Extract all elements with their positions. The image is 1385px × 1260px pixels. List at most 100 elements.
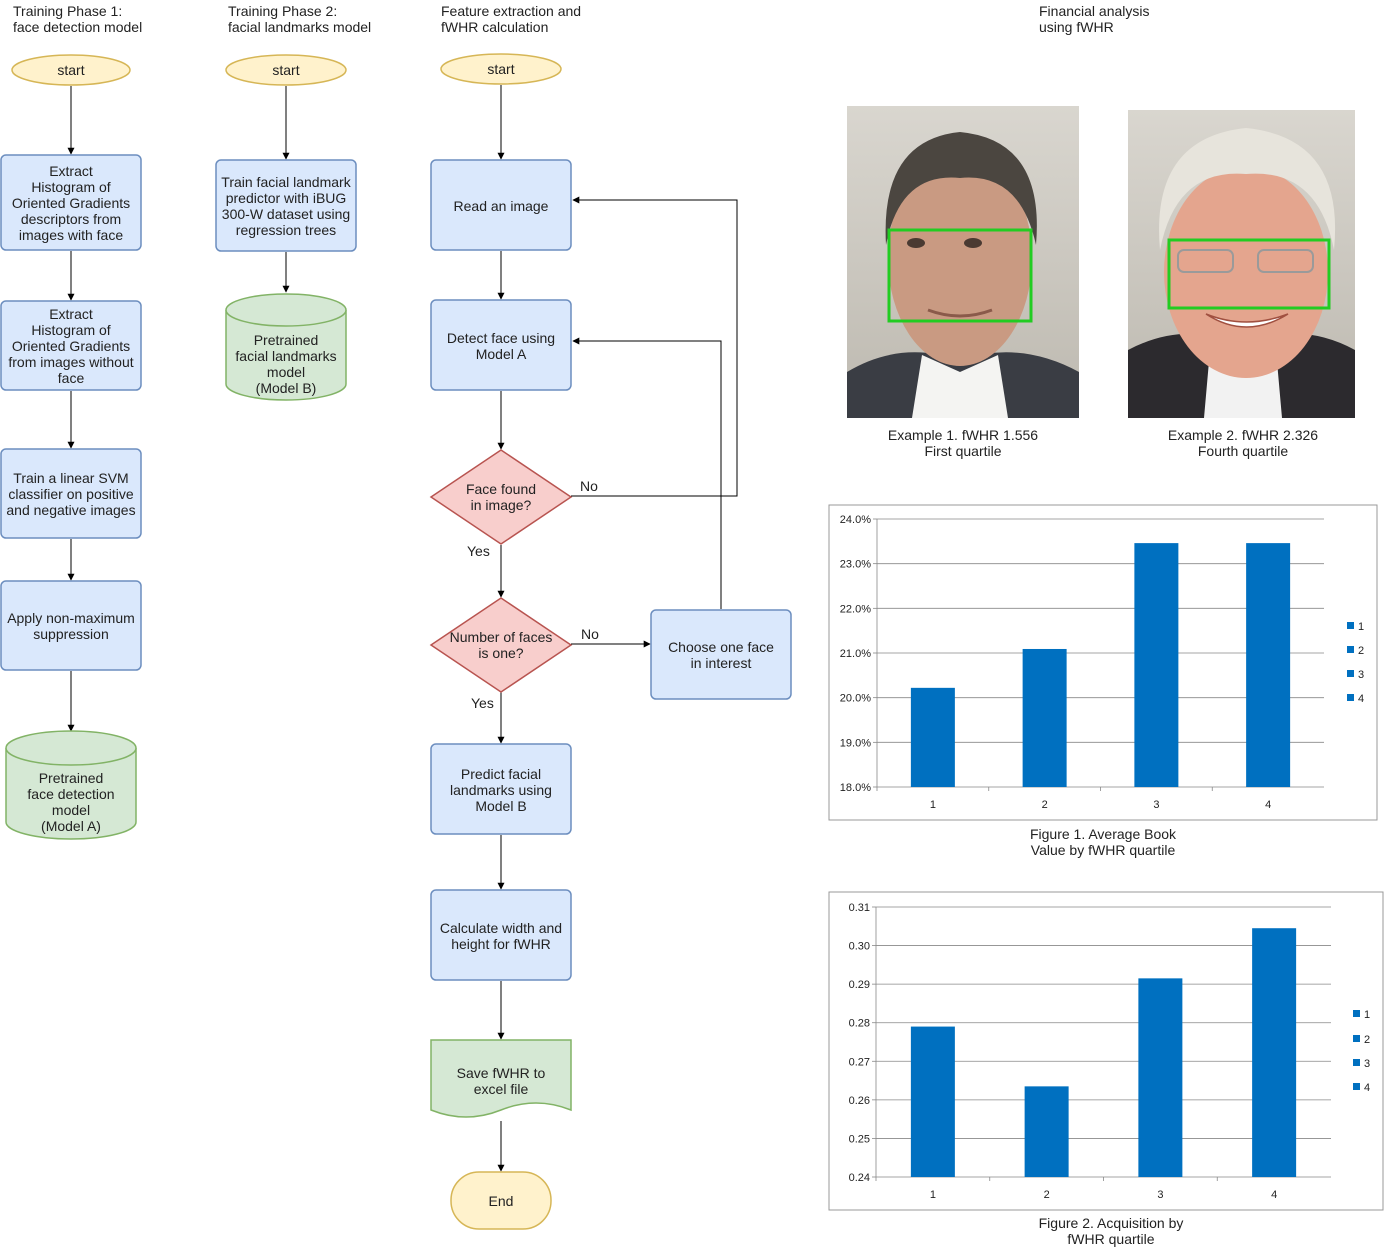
face-detection-box bbox=[887, 228, 1033, 323]
process-label: Read an image bbox=[454, 198, 549, 214]
database-model-b bbox=[225, 293, 347, 401]
bar-chart-average-book-value: 18.0% 19.0% 20.0% 21.0% 22.0% 23.0% 24.0% 1 2 3 4 1… bbox=[828, 504, 1378, 821]
document-save-excel bbox=[430, 1039, 572, 1118]
y-tick-label: 23.0% bbox=[840, 559, 871, 571]
y-tick-label: 20.0% bbox=[840, 693, 871, 705]
arrow-choose-to-detect bbox=[572, 337, 722, 609]
start-label: start bbox=[272, 62, 299, 78]
decision-number-of-faces bbox=[429, 597, 573, 693]
database-model-a bbox=[5, 730, 137, 840]
bar bbox=[1138, 978, 1183, 1177]
process-calculate-fwhr bbox=[430, 889, 572, 981]
legend-swatch bbox=[1353, 1035, 1360, 1042]
bar bbox=[1252, 928, 1297, 1177]
edge-label-yes: Yes bbox=[467, 543, 490, 559]
x-tick-label: 4 bbox=[1265, 799, 1271, 811]
legend-swatch bbox=[1353, 1083, 1360, 1090]
y-tick-label: 0.30 bbox=[849, 941, 870, 953]
x-tick-label: 1 bbox=[930, 1189, 936, 1201]
bar bbox=[1246, 543, 1291, 787]
legend-label: 1 bbox=[1364, 1009, 1370, 1021]
legend-swatch bbox=[1347, 646, 1354, 653]
edge-label-no: No bbox=[581, 626, 599, 642]
process-train-svm bbox=[0, 448, 142, 539]
bar bbox=[910, 1026, 955, 1177]
x-tick-label: 2 bbox=[1044, 1189, 1050, 1201]
start-label: start bbox=[57, 62, 84, 78]
y-tick-label: 0.25 bbox=[849, 1133, 870, 1145]
column-header-phase2: Training Phase 2:facial landmarks model bbox=[228, 3, 371, 35]
legend-label: 3 bbox=[1364, 1058, 1370, 1070]
face-detection-box bbox=[1167, 238, 1331, 310]
column-header-phase1: Training Phase 1:face detection model bbox=[13, 3, 142, 35]
process-non-max-suppression bbox=[0, 580, 142, 671]
process-extract-hog-noface bbox=[0, 300, 142, 391]
start-terminal bbox=[225, 54, 347, 86]
legend-swatch bbox=[1353, 1010, 1360, 1017]
y-tick-label: 22.0% bbox=[840, 603, 871, 615]
legend-label: 4 bbox=[1364, 1082, 1370, 1094]
example-photo-2 bbox=[1128, 110, 1355, 418]
edge-label-yes: Yes bbox=[471, 695, 494, 711]
y-tick-label: 24.0% bbox=[840, 514, 871, 526]
start-terminal bbox=[11, 54, 131, 86]
process-predict-landmarks bbox=[430, 743, 572, 835]
y-tick-label: 19.0% bbox=[840, 737, 871, 749]
x-tick-label: 1 bbox=[930, 799, 936, 811]
x-tick-label: 3 bbox=[1153, 799, 1159, 811]
y-tick-label: 18.0% bbox=[840, 782, 871, 794]
legend-swatch bbox=[1347, 670, 1354, 677]
process-choose-face bbox=[650, 609, 792, 700]
legend-label: 2 bbox=[1364, 1034, 1370, 1046]
y-tick-label: 21.0% bbox=[840, 648, 871, 660]
y-tick-label: 0.26 bbox=[849, 1095, 870, 1107]
legend-swatch bbox=[1347, 622, 1354, 629]
process-extract-hog-face bbox=[0, 154, 142, 251]
process-train-landmark-predictor bbox=[215, 159, 357, 252]
process-detect-face bbox=[430, 299, 572, 391]
edge-label-no: No bbox=[580, 478, 598, 494]
x-tick-label: 4 bbox=[1271, 1189, 1277, 1201]
legend-label: 2 bbox=[1358, 645, 1364, 657]
end-terminal bbox=[450, 1171, 552, 1230]
example-photo-1 bbox=[847, 106, 1079, 418]
legend-label: 4 bbox=[1358, 693, 1364, 705]
bar bbox=[1024, 1086, 1069, 1177]
bar bbox=[1022, 648, 1067, 787]
legend-label: 1 bbox=[1358, 621, 1364, 633]
y-tick-label: 0.28 bbox=[849, 1018, 870, 1030]
end-label: End bbox=[489, 1193, 514, 1209]
legend-swatch bbox=[1347, 694, 1354, 701]
legend-label: 3 bbox=[1358, 669, 1364, 681]
bar bbox=[1134, 543, 1179, 787]
start-terminal bbox=[440, 53, 562, 85]
bar bbox=[910, 687, 955, 787]
y-tick-label: 0.27 bbox=[849, 1056, 870, 1068]
arrow-no-to-read bbox=[571, 196, 738, 497]
x-tick-label: 3 bbox=[1157, 1189, 1163, 1201]
y-tick-label: 0.31 bbox=[849, 902, 870, 914]
y-tick-label: 0.24 bbox=[849, 1172, 870, 1184]
legend-swatch bbox=[1353, 1059, 1360, 1066]
